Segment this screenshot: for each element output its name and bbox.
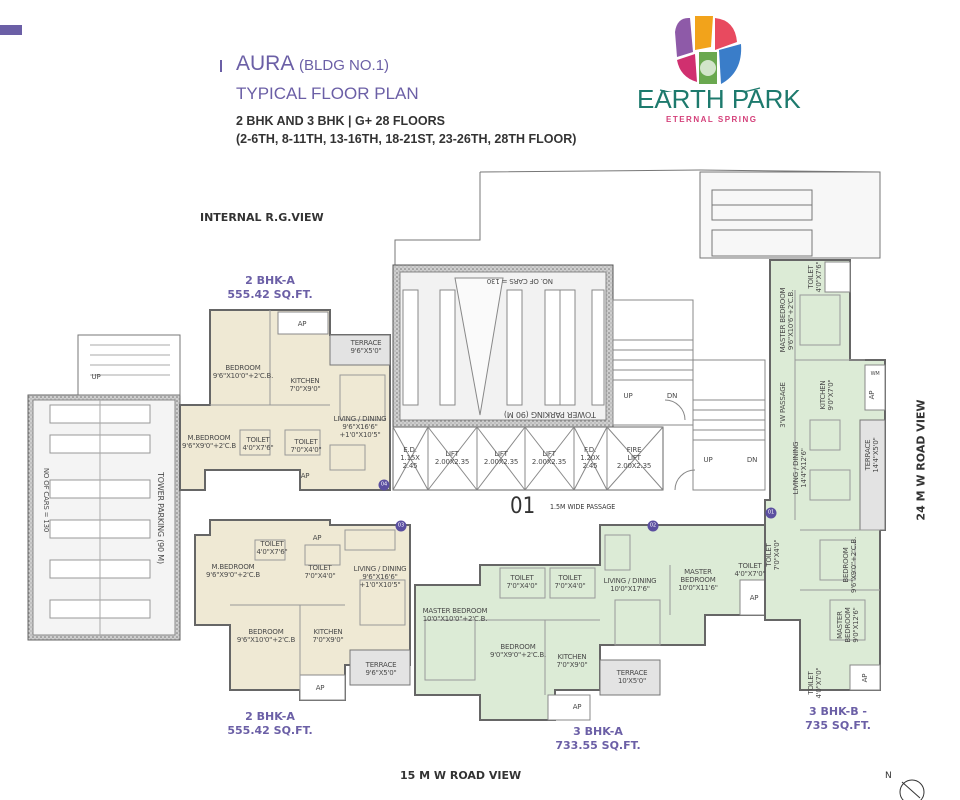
passage-label: 3'W PASSAGE — [779, 382, 787, 428]
building-name: AURA — [236, 52, 294, 75]
tower-parking-label: TOWER PARKING (90 M) — [504, 410, 596, 419]
svg-text:N: N — [885, 771, 892, 781]
passage-label: 1.5M WIDE PASSAGE — [550, 503, 616, 511]
parking-cars-label: NO. OF CARS = 130 — [487, 277, 553, 285]
floors-text: (2-6TH, 8-11TH, 13-16TH, 18-21ST, 23-26T… — [236, 132, 577, 146]
stair-down-label: DN — [666, 392, 678, 400]
plan-subtitle: TYPICAL FLOOR PLAN — [236, 84, 419, 103]
room-ap: AP — [868, 390, 876, 400]
room-ap: AP — [861, 673, 869, 683]
north-arrow-icon: N — [885, 771, 925, 800]
room-ap: AP — [749, 594, 759, 602]
unit-label-3bhk-b: 3 BHK-B -735 SQ.FT. — [805, 705, 871, 732]
stair-up-label: UP — [91, 373, 101, 381]
room-ap: AP — [572, 703, 582, 711]
room-ap: AP — [312, 534, 322, 542]
earth-park-logo-icon — [659, 16, 761, 92]
room-ap: AP — [300, 472, 310, 480]
internal-view-label: INTERNAL R.G.VIEW — [200, 211, 324, 224]
room-ap: AP — [297, 320, 307, 328]
corner-tab — [0, 25, 22, 35]
flat-number-badge: 02 — [647, 520, 659, 532]
stair-down-label: DN — [746, 456, 758, 464]
washing-machine-label: WM — [870, 371, 880, 377]
logo-tagline: ETERNAL SPRING — [666, 115, 758, 124]
configuration-text: 2 BHK AND 3 BHK | G+ 28 FLOORS — [236, 114, 445, 128]
stair-up-label: UP — [623, 392, 633, 400]
flat-number-badge: 04 — [378, 479, 390, 491]
flat-number-badge: 03 — [395, 520, 407, 532]
building-number: (BLDG NO.1) — [299, 57, 390, 74]
title-divider — [220, 60, 222, 72]
room-ap: AP — [315, 684, 325, 692]
flat-number-badge: 01 — [765, 507, 777, 519]
left-tower-parking-label: TOWER PARKING (90 M) — [156, 472, 165, 564]
core-number: 01 — [510, 494, 536, 519]
stair-up-label: UP — [703, 456, 713, 464]
building-title: AURA (BLDG NO.1) — [236, 52, 389, 76]
logo-name: EARTH PARK — [637, 84, 801, 114]
left-parking-cars-label: NO OF CARS = 130 — [42, 467, 50, 533]
road-24m-view-label: 24 M W ROAD VIEW — [914, 399, 928, 521]
road-15m-view-label: 15 M W ROAD VIEW — [400, 769, 522, 782]
